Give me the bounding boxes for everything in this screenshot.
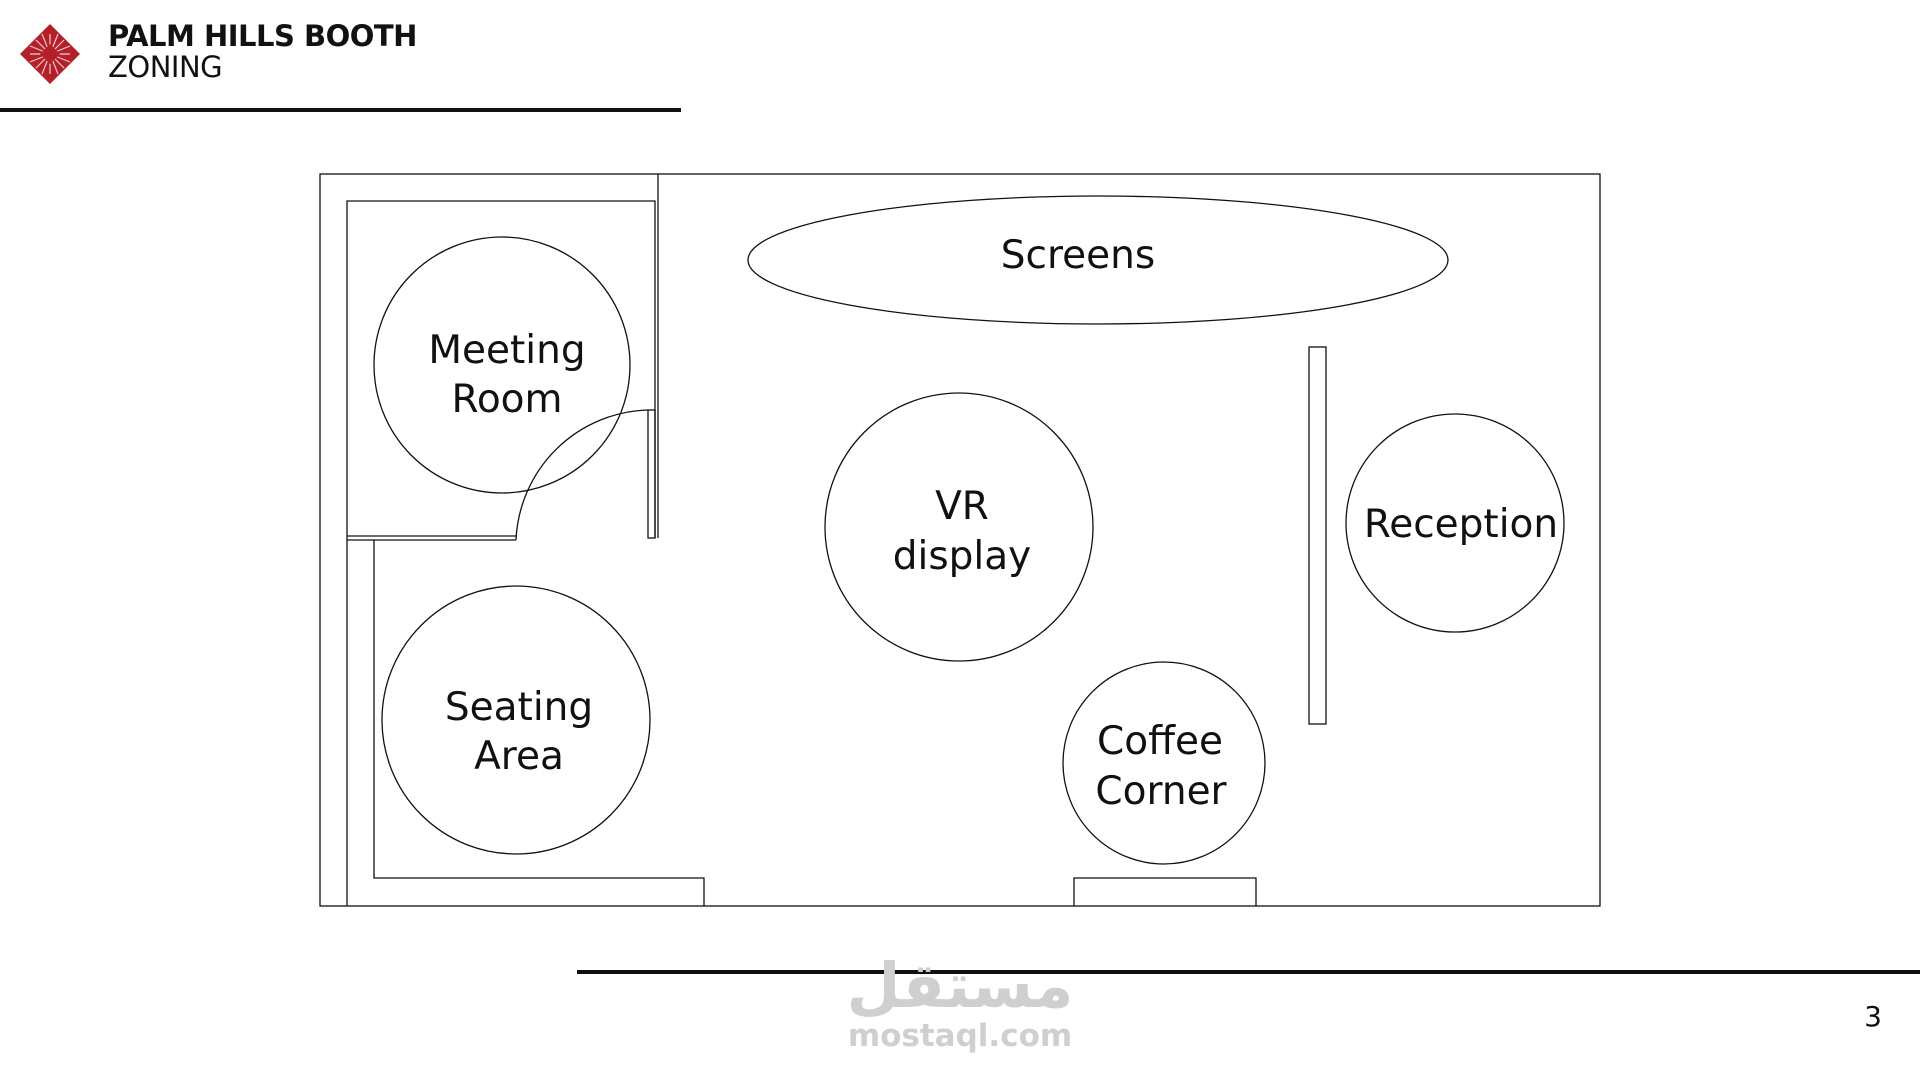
screens-zone xyxy=(747,195,1449,325)
reception-zone xyxy=(1345,413,1565,633)
page-number: 3 xyxy=(1864,1000,1882,1033)
vr-display-label-line-2: display xyxy=(893,534,1031,579)
coffee-corner-label-line-1: Coffee xyxy=(1097,719,1223,764)
coffee-corner-zone xyxy=(1062,661,1266,865)
footer-divider xyxy=(577,970,1920,974)
reception-partition xyxy=(1308,346,1327,725)
vr-display-label-line-1: VR xyxy=(935,484,989,529)
meeting-room-label-line-2: Room xyxy=(451,377,562,422)
palm-hills-logo-icon xyxy=(20,24,80,84)
vr-display-zone xyxy=(824,392,1094,662)
watermark-latin-text: mostaql.com xyxy=(847,1018,1073,1054)
meeting-room-wall xyxy=(346,200,656,906)
seating-area-label-line-1: Seating xyxy=(445,685,593,730)
seating-area-label-line-2: Area xyxy=(474,734,564,779)
screens-label: Screens xyxy=(1001,233,1155,278)
slide-title: PALM HILLS BOOTH ZONING xyxy=(108,22,417,82)
meeting-room-zone xyxy=(373,236,631,494)
title-line-2: ZONING xyxy=(108,50,223,84)
coffee-counter xyxy=(1073,877,1257,906)
title-line-1: PALM HILLS BOOTH xyxy=(108,19,417,53)
meeting-room-label-line-1: Meeting xyxy=(428,328,585,373)
reception-label: Reception xyxy=(1364,502,1558,547)
watermark-arabic-text: مستقل xyxy=(846,949,1074,1022)
coffee-corner-label-line-2: Corner xyxy=(1095,769,1227,814)
booth-outer-wall xyxy=(319,173,1601,907)
meeting-room-door-swing xyxy=(515,409,649,541)
meeting-room-door-leaf xyxy=(647,409,656,539)
seating-area-wall xyxy=(373,540,705,906)
slide-header: PALM HILLS BOOTH ZONING xyxy=(0,0,700,115)
seating-area-zone xyxy=(381,585,651,855)
mostaql-watermark: مستقل mostaql.com xyxy=(844,955,1076,1052)
header-divider xyxy=(0,108,681,112)
